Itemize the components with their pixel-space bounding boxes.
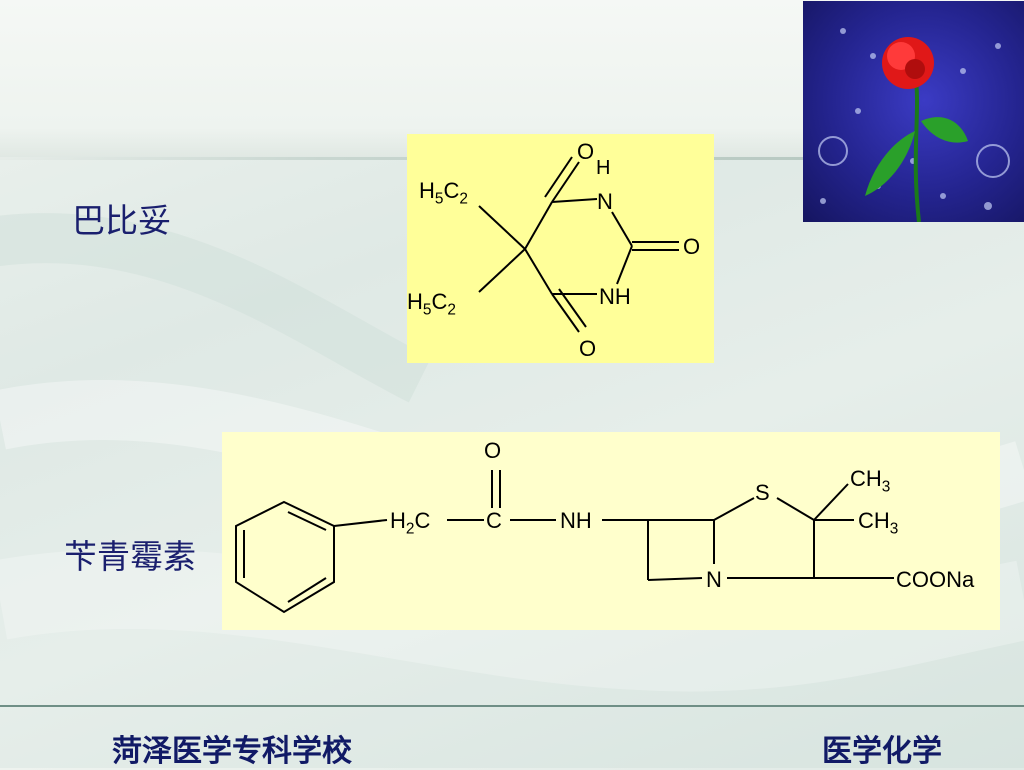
barbital-h-top: H [596, 157, 610, 179]
penicillin-s: S [755, 480, 770, 505]
penicillin-coona: COONa [896, 567, 975, 592]
penicillin-h2c: H2C [390, 508, 430, 538]
barbital-nh: NH [599, 284, 631, 309]
label-penicillin: 苄青霉素 [64, 537, 196, 576]
footer-school-name: 菏泽医学专科学校 [112, 734, 352, 769]
barbital-o-right: O [683, 234, 700, 259]
penicillin-n: N [706, 567, 722, 592]
penicillin-c: C [486, 508, 502, 533]
penicillin-ch3-2: CH3 [858, 508, 898, 538]
penicillin-ch3-1: CH3 [850, 466, 890, 496]
barbital-o-bottom: O [579, 336, 596, 361]
bottom-rule [0, 705, 1024, 707]
label-barbital: 巴比妥 [72, 201, 171, 240]
barbital-structure-box: O H N O NH O H5C2 H5C2 [407, 134, 714, 363]
barbital-ethyl-1: H5C2 [419, 178, 468, 208]
penicillin-nh: NH [560, 508, 592, 533]
top-rule [0, 157, 810, 160]
rose-flower-image [803, 1, 1024, 222]
barbital-ethyl-2: H5C2 [407, 289, 456, 319]
penicillin-structure-box: O H2C C NH S CH3 CH3 N COONa [222, 432, 1000, 630]
barbital-n-top: N [597, 189, 613, 214]
penicillin-structure: O H2C C NH S CH3 CH3 N COONa [235, 438, 975, 614]
footer-course-name: 医学化学 [822, 734, 942, 769]
penicillin-o-carbonyl: O [484, 438, 501, 463]
barbital-o-top: O [577, 139, 594, 164]
barbital-structure: O H N O NH O H5C2 H5C2 [407, 139, 700, 361]
